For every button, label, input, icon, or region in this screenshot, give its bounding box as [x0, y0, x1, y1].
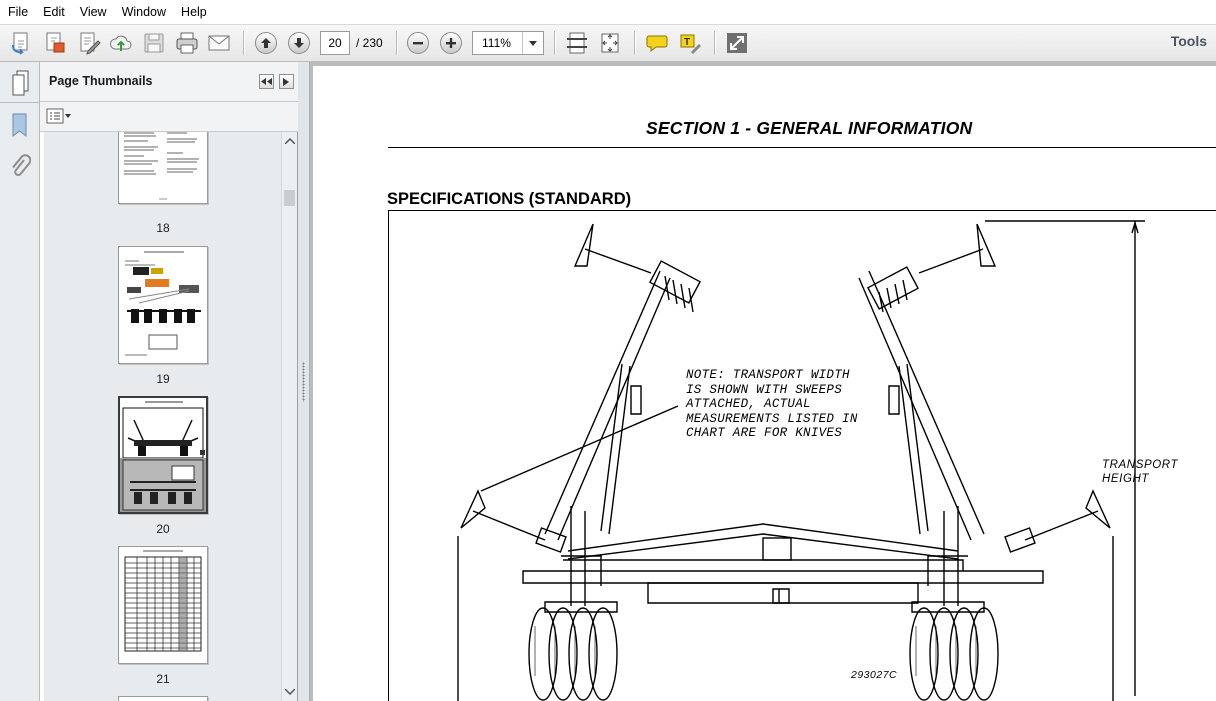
- zoom-in-icon[interactable]: [438, 30, 464, 56]
- svg-text:T: T: [684, 37, 690, 48]
- print-icon[interactable]: [174, 30, 200, 56]
- bookmarks-icon[interactable]: [9, 112, 31, 141]
- menu-edit[interactable]: Edit: [43, 5, 65, 19]
- transport-height-line: TRANSPORT: [1102, 459, 1179, 471]
- thumbnail-label: 20: [156, 522, 170, 536]
- page-number-input[interactable]: 20: [320, 31, 350, 55]
- thumbnails-icon[interactable]: [8, 68, 34, 98]
- menu-file[interactable]: File: [8, 5, 29, 19]
- attachments-icon[interactable]: [9, 154, 32, 183]
- fullscreen-icon[interactable]: [724, 30, 750, 56]
- toolbar-separator: [243, 31, 244, 55]
- create-pdf-icon[interactable]: [9, 30, 35, 56]
- upload-icon[interactable]: [108, 30, 134, 56]
- thumbnail-page[interactable]: [118, 696, 208, 701]
- save-icon[interactable]: [141, 30, 167, 56]
- pane-splitter[interactable]: [298, 62, 310, 701]
- export-icon[interactable]: [42, 30, 68, 56]
- transport-note: NOTE: TRANSPORT WIDTH IS SHOWN WITH SWEE…: [686, 368, 858, 441]
- scroll-down-icon[interactable]: [285, 689, 295, 695]
- note-line: ATTACHED, ACTUAL: [686, 397, 811, 411]
- nav-divider: [0, 102, 40, 103]
- toolbar-separator: [396, 31, 397, 55]
- thumbnail-label: 19: [156, 372, 170, 386]
- zoom-value: 111%: [482, 36, 511, 50]
- thumbnail-scrollbar[interactable]: [281, 132, 297, 701]
- note-line: NOTE: TRANSPORT WIDTH: [686, 368, 850, 382]
- note-line: CHART ARE FOR KNIVES: [686, 426, 843, 440]
- toolbar-separator: [554, 31, 555, 55]
- document-page: SECTION 1 - GENERAL INFORMATION SPECIFIC…: [313, 66, 1216, 701]
- fit-width-icon[interactable]: [564, 30, 590, 56]
- thumbnail-panel-header: Page Thumbnails: [40, 62, 298, 102]
- transport-height-label: TRANSPORT HEIGHT: [1102, 458, 1178, 486]
- comment-icon[interactable]: [644, 30, 670, 56]
- menu-help[interactable]: Help: [181, 5, 207, 19]
- figure-code: 293027C: [851, 669, 898, 681]
- splitter-grip[interactable]: [302, 362, 305, 402]
- thumbnail-panel: Page Thumbnails 18 19 20 21: [40, 62, 298, 701]
- fit-page-icon[interactable]: [597, 30, 623, 56]
- thumbnail-list: 18 19 20 21: [44, 132, 281, 701]
- thumbnail-options-icon[interactable]: [46, 108, 72, 127]
- thumbnail-label: 21: [156, 672, 170, 686]
- edit-icon[interactable]: [76, 30, 102, 56]
- page-total: / 230: [356, 36, 383, 50]
- panel-title: Page Thumbnails: [49, 74, 153, 88]
- scrollbar-thumb[interactable]: [284, 190, 295, 206]
- transport-height-line: HEIGHT: [1102, 473, 1150, 485]
- prev-page-icon[interactable]: [253, 30, 279, 56]
- header-rule: [388, 147, 1216, 148]
- zoom-select[interactable]: 111%: [472, 31, 544, 55]
- menu-window[interactable]: Window: [121, 5, 167, 19]
- thumbnail-page[interactable]: [118, 132, 208, 204]
- thumbnail-options-bar: [40, 102, 298, 132]
- chevron-down-icon[interactable]: [522, 32, 543, 54]
- tools-link[interactable]: Tools: [1170, 33, 1207, 49]
- scroll-up-icon[interactable]: [285, 138, 295, 144]
- email-icon[interactable]: [206, 30, 232, 56]
- thumbnail-page-selected[interactable]: [118, 396, 208, 514]
- note-line: IS SHOWN WITH SWEEPS: [686, 382, 843, 397]
- figure-frame: [388, 210, 1216, 701]
- toolbar-separator: [634, 31, 635, 55]
- thumbnail-page[interactable]: [118, 246, 208, 364]
- highlight-icon[interactable]: T: [677, 30, 703, 56]
- note-line: MEASUREMENTS LISTED IN: [686, 411, 858, 426]
- navigation-pane-strip: [0, 62, 40, 701]
- spec-heading: SPECIFICATIONS (STANDARD): [387, 190, 632, 208]
- machine-drawing: [457, 220, 1145, 701]
- toolbar: 20 / 230 111% T Tools: [0, 24, 1216, 62]
- collapse-left-icon[interactable]: [259, 74, 274, 89]
- thumbnail-page[interactable]: [118, 546, 208, 664]
- toolbar-separator: [714, 31, 715, 55]
- document-area[interactable]: SECTION 1 - GENERAL INFORMATION SPECIFIC…: [310, 62, 1216, 701]
- next-page-icon[interactable]: [286, 30, 312, 56]
- menu-view[interactable]: View: [79, 5, 107, 19]
- expand-right-icon[interactable]: [279, 74, 294, 89]
- zoom-out-icon[interactable]: [405, 30, 431, 56]
- section-title: SECTION 1 - GENERAL INFORMATION: [646, 118, 973, 138]
- thumbnail-label: 18: [156, 221, 170, 235]
- menu-bar: File Edit View Window Help: [0, 0, 1216, 24]
